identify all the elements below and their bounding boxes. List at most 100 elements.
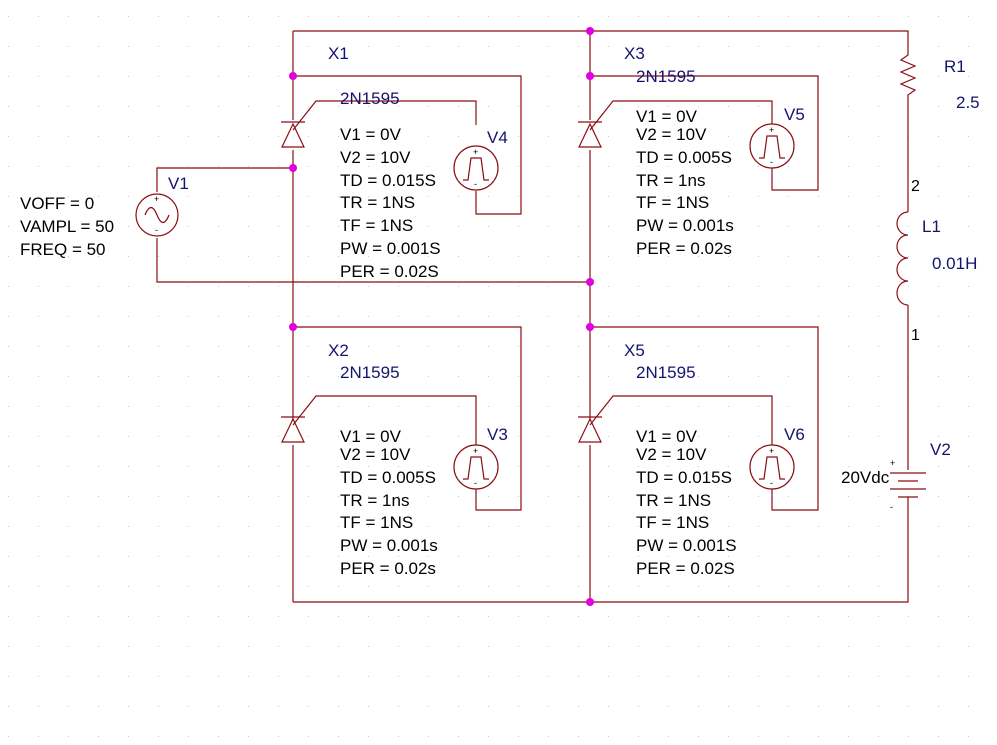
v6-attr: TD = 0.015S	[636, 468, 732, 487]
junction-dot	[586, 323, 594, 331]
wire-x1-gate-loop[interactable]	[293, 75, 522, 215]
background-grid	[8, 16, 969, 737]
wire-x3-gate-loop[interactable]	[590, 75, 819, 191]
v3-attr: TF = 1NS	[340, 513, 413, 532]
pulse-source-symbol[interactable]	[749, 123, 795, 169]
pulse-icon	[759, 135, 785, 159]
l1-value-label: 0.01H	[932, 254, 977, 273]
v4-attr: TD = 0.015S	[340, 171, 436, 190]
v3-ref-label: V3	[487, 425, 508, 444]
v3-attr: TD = 0.005S	[340, 468, 436, 487]
r1-value-label: 2.5	[956, 93, 980, 112]
minus-sign: -	[474, 179, 477, 189]
pulse-icon	[759, 456, 785, 480]
plus-sign: +	[769, 446, 774, 456]
thyristor-x5[interactable]: X5 2N1595	[578, 341, 773, 445]
v2-ref-label: V2	[930, 440, 951, 459]
wire-v1-bottom[interactable]	[156, 238, 590, 283]
v4-attr: TF = 1NS	[340, 216, 413, 235]
thyristor-symbol[interactable]	[281, 417, 305, 443]
wire-v1-top[interactable]	[156, 167, 293, 192]
v5-attr: TD = 0.005S	[636, 148, 732, 167]
v3-attr: TR = 1ns	[340, 491, 409, 510]
pulse-source-symbol[interactable]	[749, 444, 795, 490]
pulse-source-v6[interactable]: + - V6 V1 = 0V V2 = 10V TD = 0.015S TR =…	[636, 425, 805, 578]
v5-attr: TF = 1NS	[636, 193, 709, 212]
pulse-source-symbol[interactable]	[453, 145, 499, 191]
thyristor-x1[interactable]: X1 2N1595	[281, 44, 477, 148]
v6-attr: PW = 0.001S	[636, 536, 737, 555]
v3-attr: V2 = 10V	[340, 445, 411, 464]
junction-dot	[586, 27, 594, 35]
v6-ref-label: V6	[784, 425, 805, 444]
r1-ref-label: R1	[944, 57, 966, 76]
thyristor-x3[interactable]: X3 2N1595	[578, 44, 773, 148]
v6-attr: PER = 0.02S	[636, 559, 735, 578]
v4-attr: TR = 1NS	[340, 193, 415, 212]
x3-model-label: 2N1595	[636, 67, 696, 86]
l1-pin-top-label: 2	[911, 178, 920, 195]
ac-source-v1[interactable]: + - V1 VOFF = 0 VAMPL = 50 FREQ = 50	[20, 174, 189, 259]
v6-attr: TF = 1NS	[636, 513, 709, 532]
dc-source-v2[interactable]: + - V2 20Vdc	[841, 440, 951, 512]
l1-ref-label: L1	[922, 217, 941, 236]
v5-attr: V2 = 10V	[636, 125, 707, 144]
v2-value-label: 20Vdc	[841, 468, 890, 487]
wire-top-rail[interactable]	[293, 30, 909, 50]
plus-sign: +	[473, 147, 478, 157]
pulse-source-v3[interactable]: + - V3 V1 = 0V V2 = 10V TD = 0.005S TR =…	[340, 425, 508, 578]
v5-ref-label: V5	[784, 105, 805, 124]
x1-model-label: 2N1595	[340, 89, 400, 108]
pulse-icon	[463, 157, 489, 181]
junction-dot	[586, 598, 594, 606]
plus-sign: +	[890, 458, 895, 468]
thyristor-symbol[interactable]	[578, 417, 602, 443]
inductor-l1[interactable]: 2 L1 0.01H 1	[896, 178, 977, 344]
wire-x2-gate-loop[interactable]	[293, 326, 522, 511]
pulse-source-v4[interactable]: + - V4 V1 = 0V V2 = 10V TD = 0.015S TR =…	[340, 125, 508, 281]
v6-attr: TR = 1NS	[636, 491, 711, 510]
gate-lead	[589, 395, 773, 445]
junction-dot	[289, 72, 297, 80]
v5-attr: TR = 1ns	[636, 171, 705, 190]
resistor-r1[interactable]: R1 2.5	[899, 50, 980, 112]
x5-model-label: 2N1595	[636, 363, 696, 382]
pulse-source-symbol[interactable]	[453, 444, 499, 490]
v3-attr: PW = 0.001s	[340, 536, 438, 555]
inductor-symbol[interactable]	[896, 211, 909, 306]
plus-sign: +	[769, 125, 774, 135]
wire-bottom-rail[interactable]	[293, 505, 909, 603]
v6-attr: V2 = 10V	[636, 445, 707, 464]
v6-attr: V1 = 0V	[636, 427, 698, 446]
thyristor-symbol[interactable]	[281, 122, 305, 148]
v5-attr: V1 = 0V	[636, 107, 698, 126]
sine-icon	[144, 206, 170, 224]
minus-sign: -	[474, 478, 477, 488]
plus-sign: +	[154, 194, 159, 204]
v1-attr-vampl: VAMPL = 50	[20, 217, 114, 236]
v1-attr-voff: VOFF = 0	[20, 194, 94, 213]
pulse-source-v5[interactable]: + - V5 V1 = 0V V2 = 10V TD = 0.005S TR =…	[636, 105, 805, 258]
resistor-symbol[interactable]	[899, 50, 917, 100]
plus-sign: +	[473, 446, 478, 456]
x1-ref-label: X1	[328, 44, 349, 63]
thyristor-x2[interactable]: X2 2N1595	[281, 341, 477, 445]
v4-attr: PER = 0.02S	[340, 262, 439, 281]
l1-pin-bottom-label: 1	[911, 327, 920, 344]
v4-attr: V1 = 0V	[340, 125, 402, 144]
minus-sign: -	[890, 502, 893, 512]
wire-x5-gate-loop[interactable]	[590, 326, 819, 511]
x3-ref-label: X3	[624, 44, 645, 63]
pulse-icon	[463, 456, 489, 480]
gate-lead	[292, 100, 477, 131]
v3-attr: V1 = 0V	[340, 427, 402, 446]
gate-lead	[589, 100, 773, 131]
junction-dot	[289, 323, 297, 331]
v5-attr: PW = 0.001s	[636, 216, 734, 235]
v1-ref-label: V1	[168, 174, 189, 193]
v3-attr: PER = 0.02s	[340, 559, 436, 578]
v1-attr-freq: FREQ = 50	[20, 240, 106, 259]
thyristor-symbol[interactable]	[578, 122, 602, 148]
v4-attr: PW = 0.001S	[340, 239, 441, 258]
